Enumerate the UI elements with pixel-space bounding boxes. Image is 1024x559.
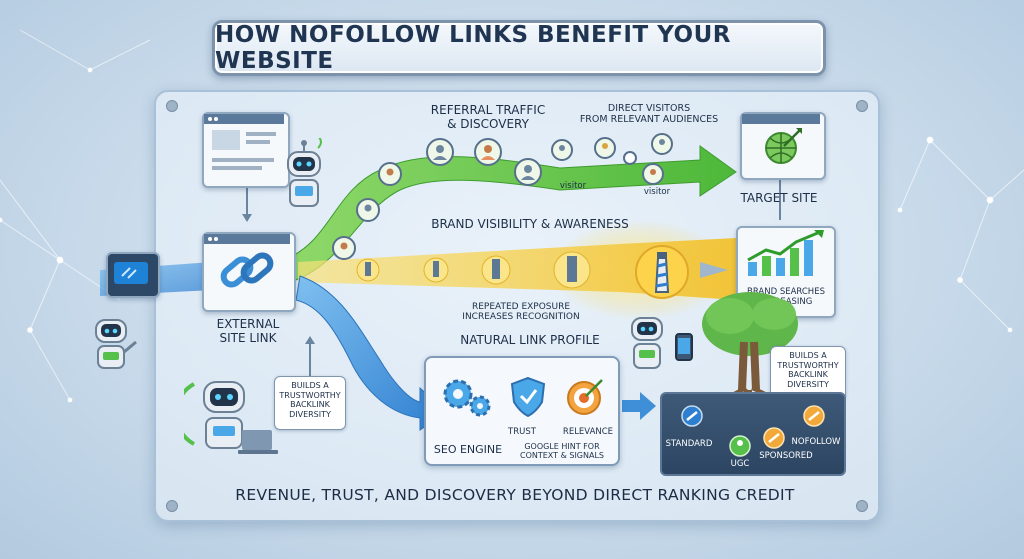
google-hint-line1: GOOGLE HINT FOR bbox=[524, 442, 600, 451]
source-label-line1: EXTERNAL bbox=[216, 317, 280, 331]
sponsored-link-icon bbox=[763, 427, 785, 449]
lighthouse-icon bbox=[356, 258, 380, 282]
referral-title-line2: & DISCOVERY bbox=[447, 116, 529, 131]
link-types-box: STANDARD UGC SPONSORED NOFOLLOW bbox=[660, 392, 846, 476]
standard-link-icon bbox=[681, 405, 703, 427]
google-hint-line2: CONTEXT & SIGNALS bbox=[520, 451, 604, 461]
left-device-card bbox=[106, 252, 160, 298]
robot-laptop-icon bbox=[184, 381, 278, 454]
title-banner: HOW NOFOLLOW LINKS BENEFIT YOUR WEBSITE bbox=[212, 20, 826, 76]
visitor-label: visitor bbox=[643, 187, 671, 197]
lighthouse-icons bbox=[356, 245, 689, 299]
sponsored-label: SPONSORED bbox=[759, 451, 813, 461]
rising-bar-chart-icon bbox=[747, 230, 824, 276]
seo-engine-box: TRUST RELEVANCE SEO ENGINE GOOGLE HINT F… bbox=[424, 356, 620, 466]
screw-icon bbox=[856, 500, 868, 512]
bubble-left-line: BUILDS A bbox=[291, 381, 329, 390]
bubble-right-line: DIVERSITY bbox=[787, 379, 829, 389]
external-link-card bbox=[202, 232, 296, 312]
link-screen-icon bbox=[114, 262, 148, 284]
bubble-right-line: TRUSTWORTHY bbox=[777, 360, 839, 370]
footer-text: REVENUE, TRUST, AND DISCOVERY BEYOND DIR… bbox=[235, 486, 795, 504]
bubble-right-line: BUILDS A bbox=[789, 351, 827, 360]
target-icon bbox=[567, 379, 603, 415]
standard-label: STANDARD bbox=[665, 439, 713, 449]
target-label: TARGET SITE bbox=[740, 191, 818, 205]
page-title: HOW NOFOLLOW LINKS BENEFIT YOUR WEBSITE bbox=[215, 22, 731, 74]
chain-link-icon bbox=[204, 234, 290, 288]
tree-roots-icon bbox=[698, 292, 811, 420]
visitor-avatars bbox=[332, 133, 673, 260]
screw-icon bbox=[856, 100, 868, 112]
bubble-right-line: BACKLINK bbox=[788, 370, 828, 380]
source-label-line2: SITE LINK bbox=[219, 330, 277, 345]
nofollow-label: NOFOLLOW bbox=[791, 437, 841, 447]
shield-icon bbox=[510, 376, 546, 418]
trust-label: TRUST bbox=[508, 427, 536, 437]
source-label: EXTERNAL SITE LINK bbox=[198, 317, 298, 346]
bubble-left-line: BACKLINK bbox=[290, 400, 330, 410]
bubble-right-text: BUILDS A TRUSTWORTHY BACKLINK DIVERSITY bbox=[771, 347, 845, 389]
robot-icon bbox=[287, 138, 322, 207]
source-page-card bbox=[202, 112, 290, 188]
bubble-left-line: DIVERSITY bbox=[289, 409, 331, 419]
speech-bubble-right: BUILDS A TRUSTWORTHY BACKLINK DIVERSITY bbox=[770, 346, 846, 400]
brand-title: BRAND VISIBILITY & AWARENESS bbox=[431, 217, 629, 231]
screw-icon bbox=[166, 500, 178, 512]
bubble-left-line: TRUSTWORTHY bbox=[279, 390, 341, 400]
link-type-badges bbox=[681, 405, 825, 457]
brand-chart-label-line1: BRAND SEARCHES bbox=[747, 287, 825, 297]
avatar bbox=[623, 151, 637, 165]
target-site-card bbox=[740, 112, 826, 180]
screw-icon bbox=[166, 100, 178, 112]
google-hint: GOOGLE HINT FOR CONTEXT & SIGNALS bbox=[504, 442, 620, 460]
referral-note-line2: FROM RELEVANT AUDIENCES bbox=[579, 113, 719, 125]
ugc-label: UGC bbox=[730, 459, 750, 469]
natural-profile-title: NATURAL LINK PROFILE bbox=[460, 333, 600, 347]
brand-note-line1: REPEATED EXPOSURE bbox=[471, 302, 571, 312]
referral-title: REFERRAL TRAFFIC & DISCOVERY bbox=[418, 103, 558, 132]
brand-note: REPEATED EXPOSURE INCREASES RECOGNITION bbox=[436, 302, 606, 323]
lighthouse-icon bbox=[635, 245, 689, 299]
ugc-link-icon bbox=[729, 435, 751, 457]
target-globe-icon bbox=[742, 114, 820, 164]
lighthouse-icon bbox=[553, 251, 591, 289]
lighthouse-icon bbox=[423, 257, 449, 283]
relevance-label: RELEVANCE bbox=[562, 427, 614, 437]
robot-phone-icon bbox=[631, 317, 693, 369]
visitor-label: visitor bbox=[559, 181, 587, 191]
seo-icons bbox=[443, 376, 603, 418]
referral-note-line1: DIRECT VISITORS bbox=[607, 103, 691, 114]
brand-flow-arrow bbox=[298, 238, 736, 300]
seo-engine-label: SEO ENGINE bbox=[433, 443, 503, 456]
lighthouse-icon bbox=[481, 255, 511, 285]
robot-icon bbox=[95, 319, 137, 369]
referral-title-line1: REFERRAL TRAFFIC bbox=[430, 103, 546, 117]
webpage-icon bbox=[204, 114, 284, 170]
seo-to-types-arrow bbox=[622, 392, 656, 420]
brand-note-line2: INCREASES RECOGNITION bbox=[462, 312, 580, 323]
bubble-left-text: BUILDS A TRUSTWORTHY BACKLINK DIVERSITY bbox=[275, 377, 345, 419]
footer-band: REVENUE, TRUST, AND DISCOVERY BEYOND DIR… bbox=[170, 478, 860, 512]
nofollow-link-icon bbox=[803, 405, 825, 427]
gears-icon bbox=[443, 379, 491, 417]
speech-bubble-left: BUILDS A TRUSTWORTHY BACKLINK DIVERSITY bbox=[274, 376, 346, 430]
referral-note: DIRECT VISITORS FROM RELEVANT AUDIENCES bbox=[564, 103, 734, 126]
